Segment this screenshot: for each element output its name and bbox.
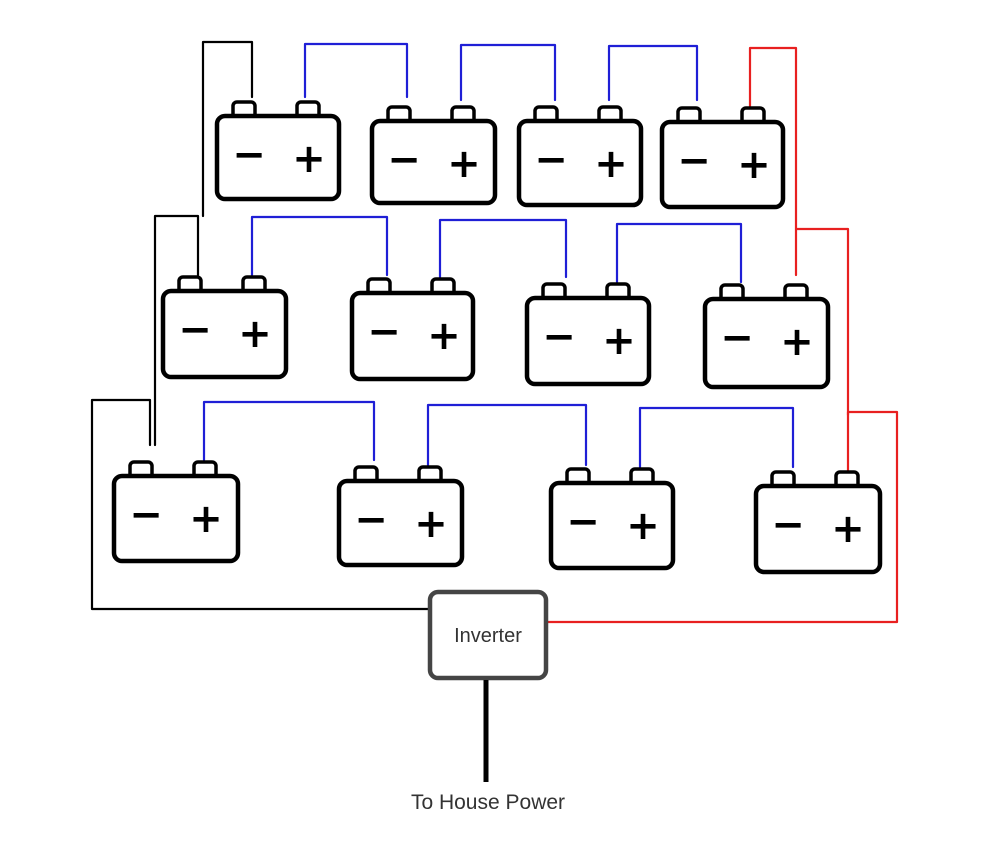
battery: −+ bbox=[659, 106, 786, 210]
plus-sign: + bbox=[594, 141, 628, 187]
minus-sign: − bbox=[542, 314, 576, 360]
positive-bus-wire bbox=[748, 46, 798, 277]
minus-sign: − bbox=[677, 138, 711, 184]
battery: −+ bbox=[702, 283, 831, 390]
minus-sign: − bbox=[367, 309, 401, 355]
series-link-wire bbox=[438, 218, 568, 279]
battery: −+ bbox=[369, 105, 498, 206]
battery: −+ bbox=[516, 105, 644, 208]
plus-sign: + bbox=[780, 319, 814, 365]
plus-sign: + bbox=[626, 503, 660, 549]
plus-sign: + bbox=[414, 501, 448, 547]
series-link-wire bbox=[202, 400, 376, 462]
plus-sign: + bbox=[447, 141, 481, 187]
battery: −+ bbox=[524, 282, 652, 387]
series-link-wire bbox=[615, 222, 743, 284]
series-link-wire bbox=[459, 43, 557, 102]
minus-sign: − bbox=[534, 137, 568, 183]
series-link-wire bbox=[426, 403, 588, 467]
house-power-label: To House Power bbox=[411, 791, 565, 814]
minus-sign: − bbox=[354, 497, 388, 543]
inverter: Inverter bbox=[427, 589, 549, 681]
series-link-wire bbox=[607, 44, 699, 102]
minus-sign: − bbox=[566, 499, 600, 545]
battery: −+ bbox=[548, 467, 676, 571]
battery-body bbox=[336, 478, 465, 568]
wires bbox=[90, 40, 899, 624]
inverter-box bbox=[427, 589, 549, 681]
battery-body bbox=[659, 119, 786, 210]
battery: −+ bbox=[111, 460, 241, 564]
battery: −+ bbox=[753, 470, 883, 575]
minus-sign: − bbox=[387, 137, 421, 183]
minus-sign: − bbox=[720, 315, 754, 361]
positive-bus-wire bbox=[794, 227, 850, 417]
battery-body bbox=[753, 483, 883, 575]
battery-body bbox=[160, 288, 289, 380]
battery-body bbox=[548, 480, 676, 571]
plus-sign: + bbox=[427, 313, 461, 359]
battery-body bbox=[516, 118, 644, 208]
series-link-wire bbox=[303, 42, 409, 99]
inverter-label: Inverter bbox=[454, 625, 522, 647]
battery-body bbox=[214, 113, 342, 202]
plus-sign: + bbox=[602, 318, 636, 364]
battery: −+ bbox=[349, 277, 476, 382]
series-link-wire bbox=[250, 215, 389, 277]
battery-body bbox=[369, 118, 498, 206]
plus-sign: + bbox=[238, 311, 272, 357]
battery: −+ bbox=[336, 465, 465, 568]
positive-bus-wire bbox=[546, 410, 899, 624]
series-link-wire bbox=[638, 406, 795, 469]
minus-sign: − bbox=[129, 492, 163, 538]
batteries: −+−+−+−+−+−+−+−+−+−+−+−+ bbox=[111, 100, 883, 575]
battery: −+ bbox=[214, 100, 342, 202]
negative-bus-wire bbox=[201, 40, 254, 218]
negative-bus-wire bbox=[90, 398, 432, 611]
plus-sign: + bbox=[831, 506, 865, 552]
plus-sign: + bbox=[292, 136, 326, 182]
plus-sign: + bbox=[189, 496, 223, 542]
battery-body bbox=[349, 290, 476, 382]
plus-sign: + bbox=[737, 142, 771, 188]
battery-body bbox=[702, 296, 831, 390]
battery-body bbox=[524, 295, 652, 387]
minus-sign: − bbox=[232, 132, 266, 178]
battery: −+ bbox=[160, 275, 289, 380]
minus-sign: − bbox=[178, 307, 212, 353]
battery-body bbox=[111, 473, 241, 564]
negative-bus-wire bbox=[153, 214, 200, 447]
minus-sign: − bbox=[771, 502, 805, 548]
